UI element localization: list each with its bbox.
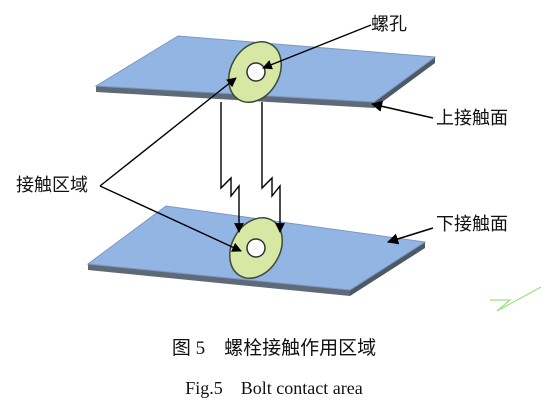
figure-caption-en: Fig.5 Bolt contact area xyxy=(185,378,363,398)
upper-bolt-hole xyxy=(246,62,266,82)
bolt-hole-label: 螺孔 xyxy=(371,14,407,35)
leader-contact-region-lower xyxy=(99,185,242,252)
force-line-left xyxy=(220,102,244,233)
contact-region-label: 接触区域 xyxy=(16,175,88,196)
lower-plate-side xyxy=(350,242,425,296)
leader-bolt-hole xyxy=(262,24,372,70)
figure-caption-zh: 图 5 螺栓接触作用区域 xyxy=(171,338,377,359)
leader-lower-surface xyxy=(386,227,434,245)
lower-surface-label: 下接触面 xyxy=(436,214,508,235)
leader-contact-region-upper xyxy=(99,77,237,187)
force-line-right xyxy=(261,102,285,233)
lower-plate-edge xyxy=(88,264,350,296)
upper-surface-label: 上接触面 xyxy=(436,108,508,129)
lower-bolt-hole xyxy=(246,238,266,258)
upper-plate-side xyxy=(374,57,435,108)
leader-upper-surface xyxy=(370,100,434,119)
watermark-mark xyxy=(490,286,542,312)
